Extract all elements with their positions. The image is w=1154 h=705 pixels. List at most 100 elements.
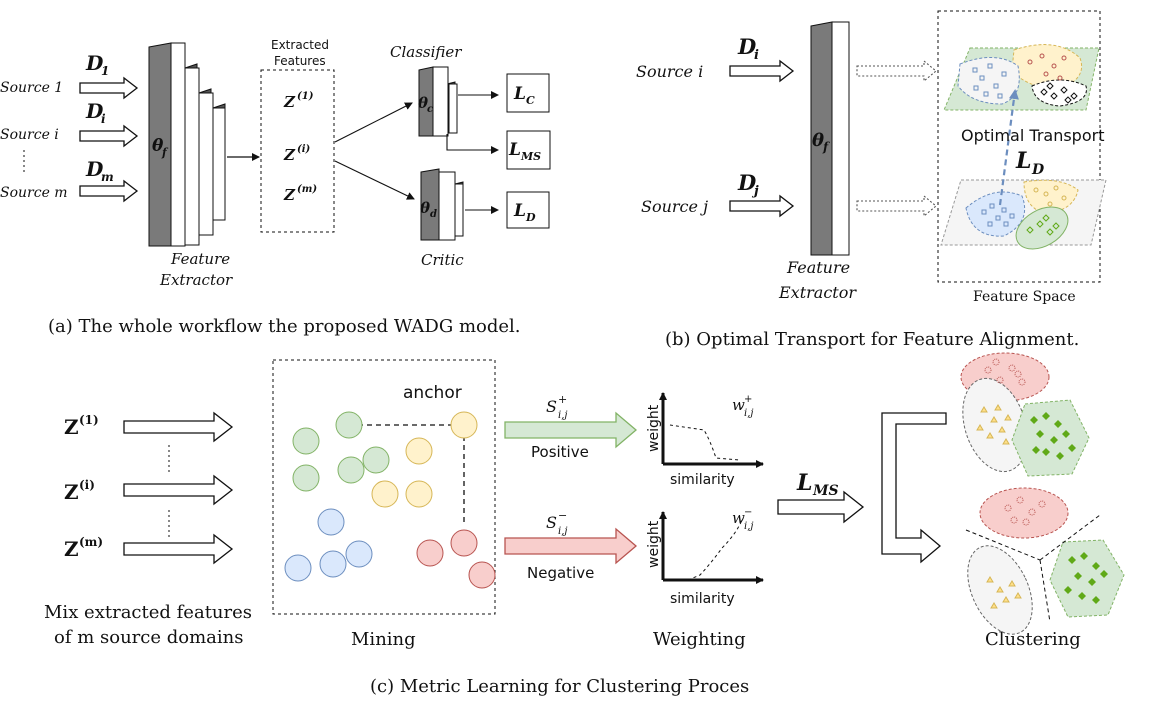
feature-point — [1040, 88, 1048, 96]
feature-point — [987, 221, 993, 227]
cluster-point — [1038, 500, 1046, 508]
feature-point — [997, 93, 1003, 99]
cluster-point — [990, 602, 998, 609]
svg-text:similarity: similarity — [670, 591, 735, 607]
cluster-point — [1042, 412, 1050, 420]
feature-point — [1001, 207, 1007, 213]
feature-point — [979, 75, 985, 81]
cluster-point — [1050, 436, 1058, 444]
positive-label: Positive — [531, 443, 589, 461]
extractor-label-a-1: Feature — [170, 250, 230, 268]
svg-text:L: L — [508, 140, 521, 160]
cluster-point — [1010, 516, 1018, 524]
domain-label-i: D i — [85, 99, 106, 126]
cluster-point — [998, 426, 1006, 433]
panel-b: Source i Source j D i D j θ f Feature Ex… — [636, 10, 1107, 350]
cluster-point — [992, 358, 1000, 366]
svg-text:D: D — [737, 170, 757, 195]
features-title-2: Features — [274, 54, 326, 68]
loss-ld-box: L D — [506, 191, 550, 229]
anchor-links — [349, 424, 465, 523]
extractor-label-b-1: Feature — [786, 258, 850, 277]
input-arrow-b-j — [729, 194, 795, 218]
feature-point — [993, 83, 999, 89]
cluster-point — [1008, 364, 1016, 372]
cluster-point — [984, 366, 992, 374]
svg-text:weight: weight — [646, 520, 662, 568]
svg-text:Z: Z — [283, 146, 296, 164]
to-space-arrow-bottom — [856, 194, 937, 218]
svg-text:+: + — [558, 393, 567, 406]
svg-text:D: D — [85, 157, 104, 181]
svg-text:D: D — [737, 34, 757, 59]
cluster-point — [1056, 452, 1064, 460]
extractor-label-a-2: Extractor — [159, 271, 233, 289]
svg-text:w: w — [732, 396, 745, 414]
svg-text:−: − — [558, 509, 567, 522]
loss-lms-label: L MS — [796, 470, 839, 499]
loss-ld-label: L D — [1015, 148, 1045, 178]
domain-label-b-j: D j — [737, 170, 759, 199]
lms-arrow — [777, 490, 865, 524]
feature-point — [1036, 220, 1044, 228]
classifier-label: Classifier — [390, 43, 462, 61]
feature-point — [981, 209, 987, 215]
feature-point — [1057, 75, 1063, 81]
caption-a: (a) The whole workflow the proposed WADG… — [48, 316, 521, 337]
feature-zm: Z (m) — [283, 184, 317, 204]
svg-text:i: i — [754, 48, 759, 63]
cluster-point — [990, 416, 998, 423]
domain-label-m: D m — [85, 157, 114, 184]
positive-similarity-label: S + i,j — [546, 393, 567, 421]
feature-point — [1053, 185, 1059, 191]
feature-point — [972, 67, 978, 73]
cluster-point — [996, 586, 1004, 593]
negative-similarity-label: S − i,j — [546, 509, 567, 537]
feature-point — [1003, 221, 1009, 227]
mix-label-1: Mix extracted features — [44, 602, 252, 623]
svg-text:+: + — [744, 394, 752, 405]
cluster-point — [1100, 570, 1108, 578]
feature-point — [1050, 92, 1058, 100]
features-to-critic-arrow — [334, 160, 415, 200]
cluster-point — [996, 376, 1004, 384]
feature-point — [1039, 53, 1045, 59]
negative-arrow — [504, 527, 638, 565]
svg-text:Z: Z — [283, 186, 296, 204]
svg-text:L: L — [796, 470, 812, 496]
svg-text:(m): (m) — [297, 184, 317, 195]
cluster-point — [1042, 448, 1050, 456]
svg-text:−: − — [744, 507, 752, 518]
features-box — [260, 69, 335, 233]
z1-arrow — [123, 411, 234, 443]
input-arrow-b-i — [729, 59, 795, 83]
clustering-bent-arrow — [881, 412, 947, 564]
feature-point — [1033, 187, 1039, 193]
feature-space-box — [937, 10, 1101, 283]
svg-text:MS: MS — [812, 483, 839, 499]
svg-text:i,j: i,j — [558, 410, 567, 421]
svg-text:D: D — [85, 51, 104, 75]
to-space-arrow-top — [856, 59, 937, 83]
cluster-point — [1002, 596, 1010, 603]
feature-point — [1051, 63, 1057, 69]
svg-text:θ: θ — [152, 136, 164, 156]
mining-samples — [284, 411, 496, 589]
cluster-point — [1036, 430, 1044, 438]
optimal-transport-label: Optimal Transport — [961, 126, 1104, 145]
loss-lms-box: L MS — [506, 130, 551, 170]
svg-text:f: f — [161, 146, 169, 159]
zi-arrow — [123, 474, 234, 506]
cluster-point — [1022, 518, 1030, 526]
cluster-point — [1002, 438, 1010, 445]
source-label-m: Source m — [0, 185, 68, 201]
cluster-point — [1092, 562, 1100, 570]
svg-text:L: L — [513, 201, 526, 221]
svg-text:(i): (i) — [297, 144, 311, 155]
features-to-classifier-arrow — [334, 102, 413, 143]
svg-text:(1): (1) — [79, 413, 99, 427]
cluster-point — [994, 404, 1002, 411]
svg-text:S: S — [546, 513, 557, 532]
feature-extractor-a: θ f — [148, 42, 226, 247]
cluster-point — [1092, 596, 1100, 604]
